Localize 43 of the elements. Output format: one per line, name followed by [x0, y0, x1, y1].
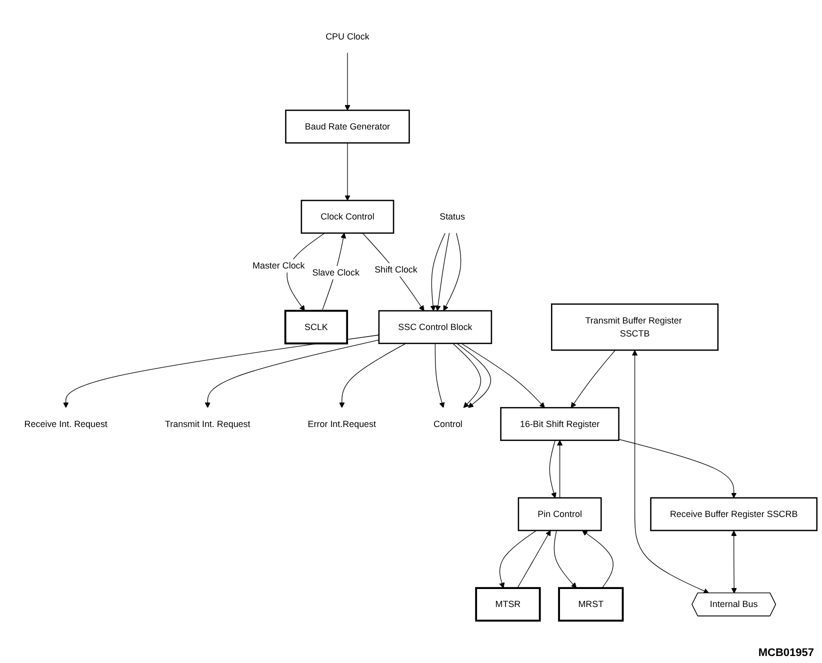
- edge-label: Slave Clock: [312, 266, 360, 278]
- arrow: [344, 142, 350, 200]
- arrow: [452, 342, 482, 408]
- edge-label: Master Clock: [252, 260, 305, 270]
- arrow: [63, 334, 380, 408]
- edge-label: Shift Clock: [374, 264, 418, 274]
- node-box: SSC Control Block: [378, 310, 492, 344]
- arrow: [549, 440, 556, 498]
- arrow: [556, 440, 563, 498]
- arrow: [570, 349, 616, 408]
- arrow: [731, 530, 737, 594]
- node-text: CPU Clock: [326, 30, 370, 41]
- figure-code: MCB01957: [758, 647, 814, 659]
- arrow: [339, 342, 406, 408]
- node-box: MRST: [558, 586, 624, 622]
- arrow: [554, 530, 577, 588]
- arrow: [632, 350, 710, 594]
- node-box: Baud Rate Generator: [285, 109, 410, 144]
- arrow: [499, 530, 537, 588]
- node-box: MTSR: [475, 586, 541, 622]
- arrow: [582, 530, 614, 588]
- node-text: Control: [434, 418, 462, 428]
- arrow: [618, 438, 737, 498]
- node-box: Pin Control: [518, 496, 602, 531]
- arrow: [460, 342, 545, 408]
- node-box: Transmit Buffer Register SSCTB: [551, 303, 719, 350]
- arrow: [434, 342, 445, 408]
- node-box: Receive Buffer Register SSCRB: [650, 496, 818, 531]
- node-text: Status: [440, 210, 465, 222]
- node-text: Receive Int. Request: [24, 418, 108, 428]
- arrow: [344, 52, 350, 110]
- node-box: Clock Control: [300, 199, 394, 234]
- arrow: [456, 342, 492, 408]
- arrow: [443, 232, 462, 311]
- arrow: [435, 232, 450, 311]
- arrow: [362, 232, 424, 311]
- node-text: Transmit Int. Request: [164, 418, 250, 428]
- node-text: Error Int.Request: [308, 418, 376, 428]
- node-box: 16-Bit Shift Register: [500, 406, 620, 441]
- arrow: [204, 339, 380, 408]
- arrow: [430, 232, 446, 311]
- arrow: [517, 530, 551, 588]
- node-box: SCLK: [284, 309, 348, 344]
